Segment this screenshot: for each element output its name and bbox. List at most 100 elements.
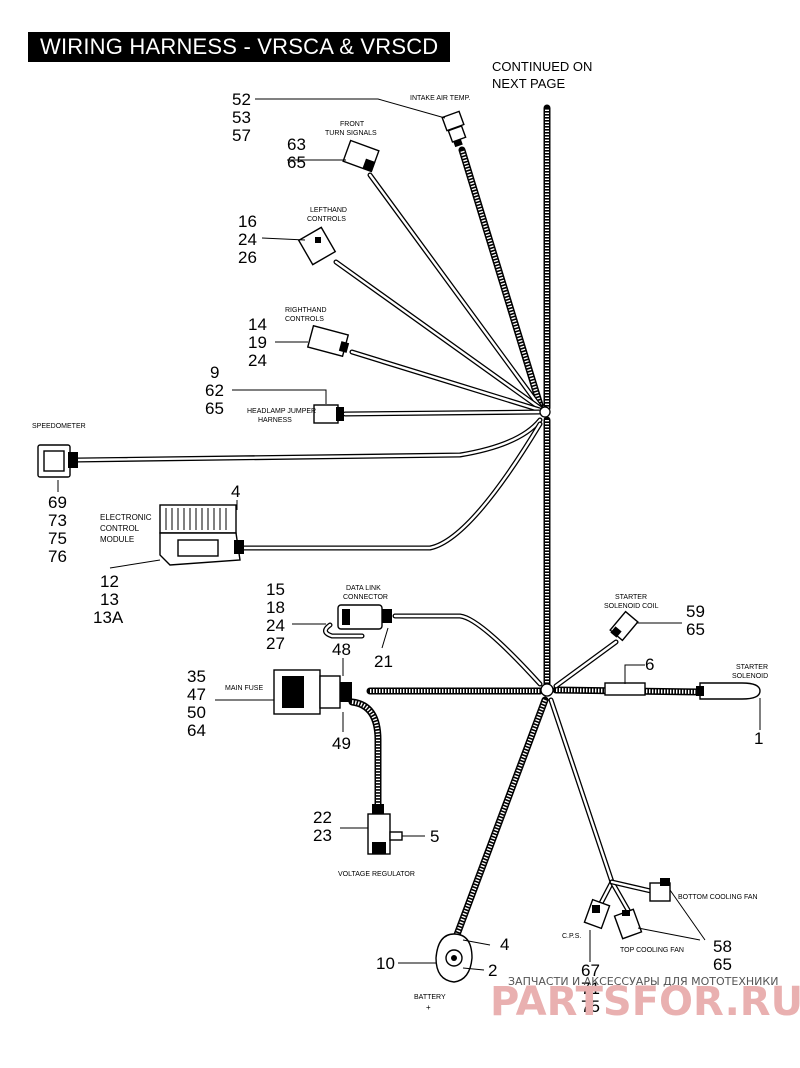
main-fuse-ref-4: 64 [187,721,206,740]
page-title: WIRING HARNESS - VRSCA & VRSCD [28,32,450,62]
lefthand-controls-connector [297,226,337,266]
data-link-connector [337,604,392,630]
headlamp-jumper-connector [313,404,344,424]
data-link-ref-3: 24 [266,616,285,635]
harness-wires [75,104,704,944]
righthand-controls-ref-3: 24 [248,351,267,370]
bottom-cooling-fan-label: BOTTOM COOLING FAN [678,894,758,901]
main-fuse-ref-3: 50 [187,703,206,722]
battery-ref-right-bottom: 2 [488,961,497,980]
headlamp-jumper-label-1: HEADLAMP JUMPER [247,408,316,415]
leader-lines [57,98,761,971]
speedometer-connector [37,444,78,478]
ecm-ref-2: 13 [100,590,119,609]
main-fuse-ref-1: 35 [187,667,206,686]
starter-solenoid [696,682,761,700]
main-fuse-label: MAIN FUSE [225,685,263,692]
cps-label: C.P.S. [562,933,581,940]
battery-label: BATTERY [414,994,446,1001]
headlamp-jumper-ref-3: 65 [205,399,224,418]
cps-ref-3: 75 [581,997,600,1016]
ecm-ref-top: 4 [231,482,240,501]
front-turn-signals-ref-2: 65 [287,153,306,172]
intake-air-temp-label: INTAKE AIR TEMP. [410,95,470,102]
intake-air-temp-sensor [441,110,467,148]
lefthand-controls-label-2: CONTROLS [307,216,346,223]
harness-clip [604,682,646,696]
watermark-brand: PARTSFOR.RU [490,979,800,1025]
starter-solenoid-ref: 1 [754,729,763,748]
starter-solenoid-coil-ref-1: 59 [686,602,705,621]
intake-air-temp-ref-2: 53 [232,108,251,127]
starter-solenoid-coil-label-2: SOLENOID COIL [604,603,659,610]
data-link-label-1: DATA LINK [346,585,381,592]
speedometer-ref-4: 76 [48,547,67,566]
ecm-label-1: ELECTRONIC [100,513,152,522]
intake-air-temp-ref-1: 52 [232,90,251,109]
front-turn-signals-ref-1: 63 [287,135,306,154]
righthand-controls-label-2: CONTROLS [285,316,324,323]
watermark: ЗАПЧАСТИ И АКСЕССУАРЫ ДЛЯ МОТОТЕХНИКИ PA… [490,975,800,1025]
data-link-ref-1: 15 [266,580,285,599]
lefthand-controls-label-1: LEFTHAND [310,207,347,214]
cps-connector [583,898,611,930]
headlamp-jumper-label-2: HARNESS [258,417,292,424]
righthand-controls-connector [306,324,350,358]
data-link-ref-2: 18 [266,598,285,617]
cps-ref-1: 67 [581,961,600,980]
starter-solenoid-label-2: SOLENOID [732,673,768,680]
top-cooling-fan-label: TOP COOLING FAN [620,947,684,954]
top-cooling-fan-ref-2: 65 [713,955,732,974]
data-link-label-2: CONNECTOR [343,594,388,601]
battery-plus-label: + [426,1003,431,1012]
data-link-ref-bottom: 21 [374,652,393,671]
ecm-label-2: CONTROL [100,524,140,533]
battery-ref-left: 10 [376,954,395,973]
speedometer-ref-1: 69 [48,493,67,512]
ecm-ref-3: 13A [93,608,124,627]
voltage-regulator-ref-2: 23 [313,826,332,845]
lefthand-controls-ref-1: 16 [238,212,257,231]
clip-ref: 6 [645,655,654,674]
speedometer-label: SPEEDOMETER [32,423,86,430]
voltage-regulator [367,804,403,855]
main-fuse-ref-bottom: 49 [332,734,351,753]
front-turn-signals-label-1: FRONT [340,121,365,128]
starter-solenoid-coil-connector [609,610,639,642]
continued-note-line-1: CONTINUED ON [492,59,592,74]
ecm-ref-1: 12 [100,572,119,591]
voltage-regulator-label: VOLTAGE REGULATOR [338,871,415,878]
top-cooling-fan-ref-1: 58 [713,937,732,956]
watermark-subtitle: ЗАПЧАСТИ И АКСЕССУАРЫ ДЛЯ МОТОТЕХНИКИ [508,975,778,988]
starter-solenoid-coil-ref-2: 65 [686,620,705,639]
continued-note-line-2: NEXT PAGE [492,76,566,91]
main-fuse-ref-2: 47 [187,685,206,704]
righthand-controls-label-1: RIGHTHAND [285,307,327,314]
main-fuse-ref-top: 48 [332,640,351,659]
starter-solenoid-coil-label-1: STARTER [615,594,647,601]
headlamp-jumper-ref-2: 62 [205,381,224,400]
voltage-regulator-ref-right: 5 [430,827,439,846]
speedometer-ref-2: 73 [48,511,67,530]
front-turn-signals-label-2: TURN SIGNALS [325,130,377,137]
righthand-controls-ref-1: 14 [248,315,267,334]
battery-terminal [435,933,473,983]
lefthand-controls-ref-2: 24 [238,230,257,249]
cps-ref-2: 71 [581,979,600,998]
bottom-cooling-fan-connector [649,878,671,902]
battery-ref-right-top: 4 [500,935,509,954]
top-cooling-fan-connector [613,908,643,940]
ecm-module [159,504,244,566]
lefthand-controls-ref-3: 26 [238,248,257,267]
ecm-label-3: MODULE [100,535,134,544]
headlamp-jumper-ref-1: 9 [210,363,219,382]
continued-note: CONTINUED ON NEXT PAGE [492,59,592,91]
speedometer-ref-3: 75 [48,529,67,548]
front-turn-signals-connector [342,139,380,173]
data-link-ref-4: 27 [266,634,285,653]
intake-air-temp-ref-3: 57 [232,126,251,145]
main-fuse [273,669,352,715]
righthand-controls-ref-2: 19 [248,333,267,352]
starter-solenoid-label-1: STARTER [736,664,768,671]
